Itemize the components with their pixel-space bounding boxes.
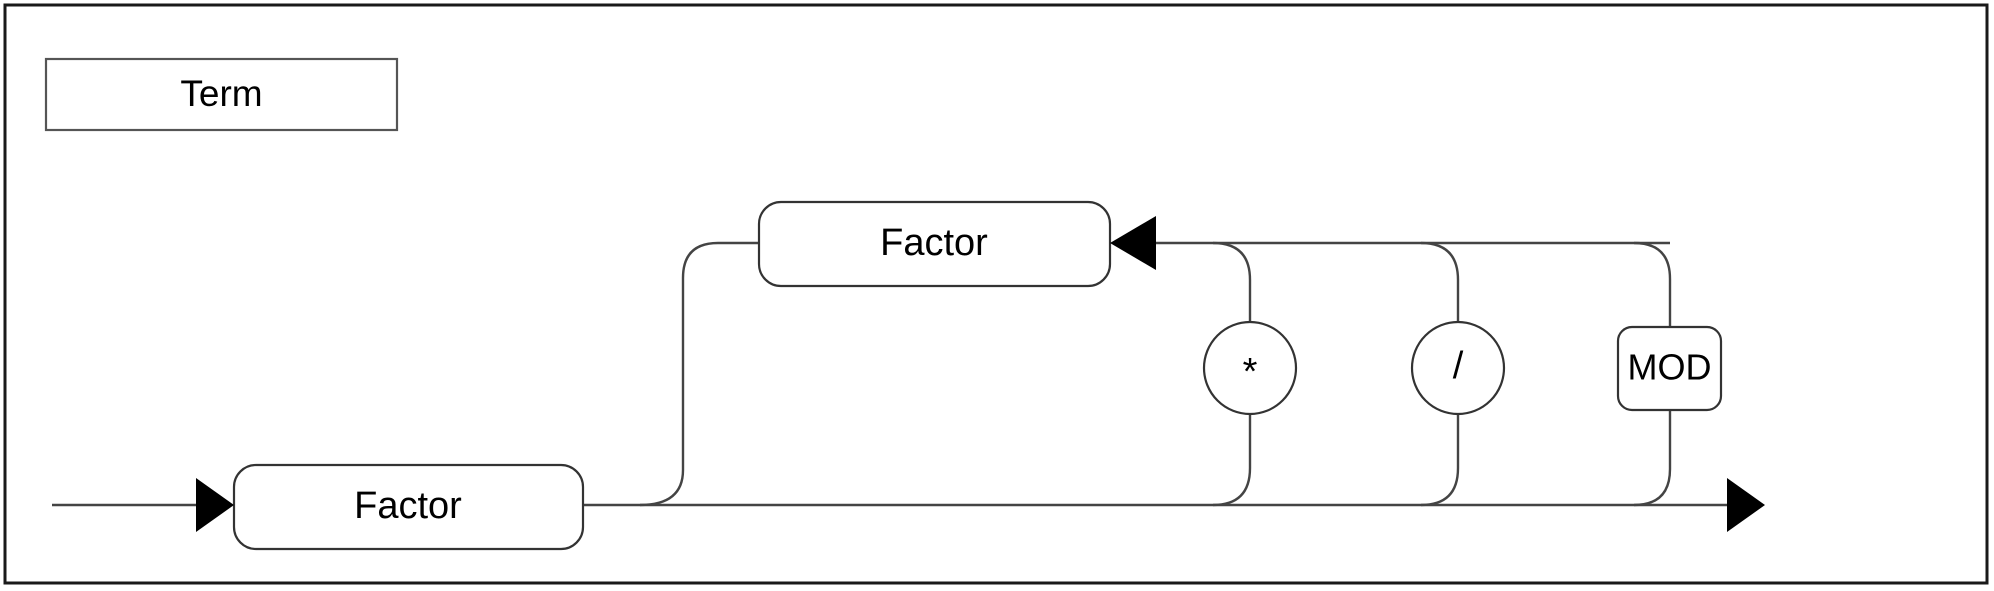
rail-branch-mod-lower xyxy=(1633,410,1672,507)
node-factor-loop[interactable]: Factor xyxy=(757,200,1112,288)
title-box-rect xyxy=(44,57,399,132)
rail-loop-left xyxy=(639,241,759,507)
node-op-multiply[interactable]: * xyxy=(1202,320,1298,416)
op-mod-label: MOD xyxy=(1628,347,1712,388)
node-op-mod[interactable]: MOD xyxy=(1616,325,1723,412)
op-multiply-circle[interactable] xyxy=(1202,320,1298,416)
factor-main-rect[interactable] xyxy=(232,463,585,551)
rail-paths xyxy=(52,241,1727,507)
node-factor-main[interactable]: Factor xyxy=(232,463,585,551)
rail-branch-mod xyxy=(1633,241,1672,327)
op-multiply-label: * xyxy=(1243,351,1258,393)
rail-branch-divide-lower xyxy=(1420,414,1460,507)
loop-arrow-icon xyxy=(1110,216,1156,270)
rail-branch-divide xyxy=(1420,241,1460,322)
node-op-divide[interactable]: / xyxy=(1410,320,1506,416)
factor-main-label: Factor xyxy=(354,485,462,527)
op-divide-label: / xyxy=(1453,345,1464,387)
factor-loop-rect[interactable] xyxy=(757,200,1112,288)
title-label: Term xyxy=(180,73,262,114)
rail-branch-multiply xyxy=(1212,241,1252,322)
exit-arrow-icon xyxy=(1727,478,1765,532)
title-box: Term xyxy=(44,57,399,132)
op-mod-rect[interactable] xyxy=(1616,325,1723,412)
entry-arrow-icon xyxy=(196,478,234,532)
op-divide-circle[interactable] xyxy=(1410,320,1506,416)
factor-loop-label: Factor xyxy=(880,222,988,264)
rail-branch-multiply-lower xyxy=(1212,414,1252,507)
